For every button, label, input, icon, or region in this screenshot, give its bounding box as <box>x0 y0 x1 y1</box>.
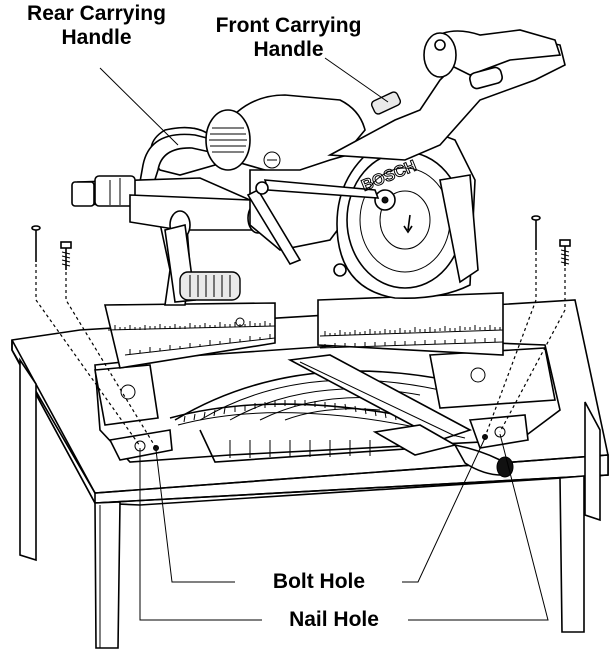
rear-handle-shape <box>137 133 217 196</box>
miter-arm <box>287 354 514 478</box>
left-bolt <box>60 241 72 270</box>
saw-head <box>71 29 566 306</box>
left-nail <box>31 225 41 262</box>
bolt-hole-label: Bolt Hole <box>238 570 400 594</box>
front-handle-shape <box>327 34 566 161</box>
fence-right <box>317 292 504 356</box>
rear-handle-label: Rear Carrying Handle <box>27 2 166 49</box>
fence-left <box>103 302 276 369</box>
right-bolt <box>559 239 571 266</box>
nail-hole-label: Nail Hole <box>262 608 406 632</box>
right-nail <box>531 215 541 250</box>
leader-lines <box>99 57 549 621</box>
fastener-alignment-lines <box>35 252 566 449</box>
front-handle-label: Front Carrying Handle <box>215 14 362 61</box>
